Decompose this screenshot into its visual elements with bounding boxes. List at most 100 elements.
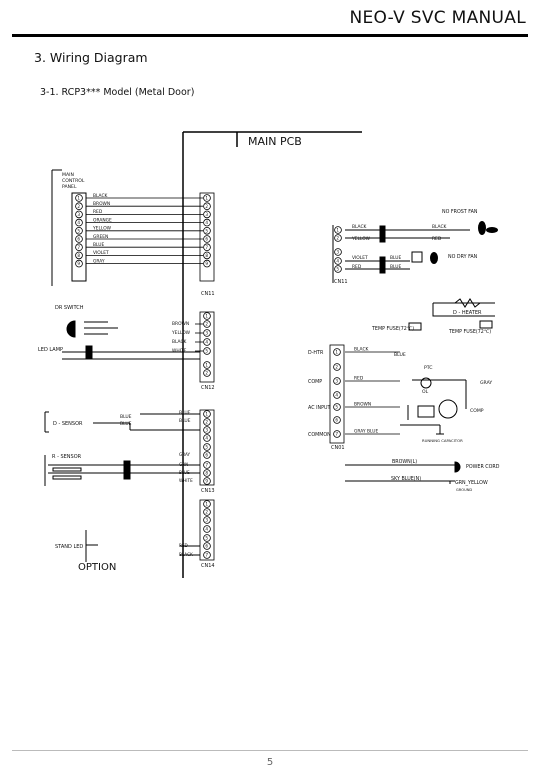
cn11-wire-label: VIOLET [93, 250, 109, 256]
cn12-wire-label: BLACK [172, 339, 187, 345]
cn14-pin-num: 6 [205, 544, 208, 549]
cn11-right-pin [203, 194, 211, 202]
cn14-pin [203, 525, 211, 533]
ol-label: OL [422, 389, 429, 395]
fan-pin-num: 1 [336, 228, 339, 233]
relay-pin [333, 377, 341, 385]
cn11-right-pin-num: 1 [205, 196, 208, 201]
cn12-label: CN12 [201, 385, 215, 391]
cn13-pin-num: 2 [205, 420, 208, 425]
manual-title: NEO-V SVC MANUAL [349, 8, 526, 28]
relay-pin [333, 363, 341, 371]
grn-yellow-label: GRN_YELLOW [455, 480, 488, 486]
fan-pin-num: 5 [336, 267, 339, 272]
cn14-box [199, 499, 215, 561]
cn11-left-pin-num: 5 [77, 228, 80, 233]
relay-pin [333, 403, 341, 411]
cn11-left-pin [75, 251, 83, 260]
cn13-wire-label: GRN [179, 462, 188, 467]
cn12-pin [203, 361, 211, 369]
cn13-label: CN13 [201, 488, 215, 494]
d-heater-label: D - HEATER [453, 310, 482, 316]
cn12-wire-label: YELLOW [171, 330, 191, 336]
cn13-pin-num: 4 [205, 436, 208, 441]
cn11-wire-label: BROWN [93, 201, 110, 207]
cnr2-label: CN01 [331, 445, 345, 451]
cn12-pin-num: 1 [205, 363, 208, 368]
cn13-pin [203, 477, 211, 485]
rt-black: BLACK [352, 224, 367, 230]
cn11-right-pin-num: 5 [205, 228, 208, 233]
fan-pin-num: 4 [336, 259, 339, 264]
relay-label: COMMON [308, 432, 331, 438]
ground-label: GROUND [456, 488, 472, 492]
section-title: 3. Wiring Diagram [34, 50, 148, 65]
relay-wire-label: BLACK [354, 347, 369, 353]
cn11-right-pin [203, 202, 211, 211]
panel-label-1: MAIN [62, 172, 74, 178]
cn11-wire-label: RED [93, 209, 103, 215]
cn12-pin [203, 347, 211, 355]
relay-pin-num: 6 [335, 418, 338, 423]
relay-pin-num: 5 [335, 405, 338, 410]
cn11-right-pin [203, 218, 211, 227]
cn11-left-pin-num: 3 [77, 212, 80, 217]
cn12-pin-num: 4 [205, 340, 208, 345]
cn11-right-pin [203, 210, 211, 219]
cn11-left-pin-num: 1 [77, 196, 80, 201]
cn14-pin [203, 500, 211, 508]
blue-label: BLUE [394, 352, 406, 358]
cn13-wire-label: GRAY [179, 452, 191, 457]
rtr-blue2: BLUE [390, 264, 401, 270]
rtr-black: BLACK [432, 224, 447, 230]
cn13-pin [203, 410, 211, 418]
relay-pin-num: 2 [335, 365, 338, 370]
cn14-pin-num: 4 [205, 527, 208, 532]
section-subtitle: 3-1. RCP3*** Model (Metal Door) [40, 87, 195, 98]
cn13-pin [203, 418, 211, 426]
cn14-pin-num: 1 [205, 502, 208, 507]
relay-pin-num: 4 [335, 393, 338, 398]
cn11-left-pin-num: 9 [77, 261, 80, 266]
header-rule [12, 34, 528, 37]
relay-pin-num: 3 [335, 379, 338, 384]
led-lamp-label: LED LAMP [38, 347, 63, 353]
cn11-right-pin-num: 4 [205, 220, 208, 225]
cn12-pin [203, 320, 211, 328]
cn11-wire-label: BLACK [93, 193, 108, 199]
cn11-left-pin-num: 8 [77, 253, 80, 258]
d-sensor-box [44, 411, 200, 433]
cn11-box [199, 192, 215, 282]
brown-l-label: BROWN(L) [392, 459, 417, 465]
cn13-pin [203, 434, 211, 442]
cn11-left-pin [75, 259, 83, 268]
fan-pin [334, 226, 342, 234]
cn11-right-pin [203, 251, 211, 260]
cn11-left-pin [75, 243, 83, 252]
fan-pin [334, 257, 342, 265]
relay-wire-label: GRAY BLUE [354, 429, 378, 435]
main-control-panel [51, 169, 87, 286]
cn13-pin [203, 469, 211, 477]
blue-2b: BLUE [179, 418, 191, 424]
cn11-left-pin [75, 210, 83, 219]
cn14-pin-num: 7 [205, 553, 208, 558]
cn12-pin-num: 1 [205, 314, 208, 319]
footer-rule [12, 750, 528, 751]
temp-fuse-right-label: TEMP FUSE(72℃) [448, 329, 491, 335]
relay-wire-label: RED [354, 376, 364, 382]
dr-switch-label: DR SWITCH [55, 305, 84, 311]
cn11-label: CN11 [201, 291, 215, 297]
cn14-pin [203, 516, 211, 524]
cn14-pin [203, 542, 211, 550]
cn11-left-pin-num: 2 [77, 204, 80, 209]
comp-label: COMP [470, 408, 484, 414]
rtr-red: RED [432, 236, 442, 242]
cn11-wire-label: ORANGE [93, 217, 112, 223]
relay-label: COMP [308, 379, 322, 385]
